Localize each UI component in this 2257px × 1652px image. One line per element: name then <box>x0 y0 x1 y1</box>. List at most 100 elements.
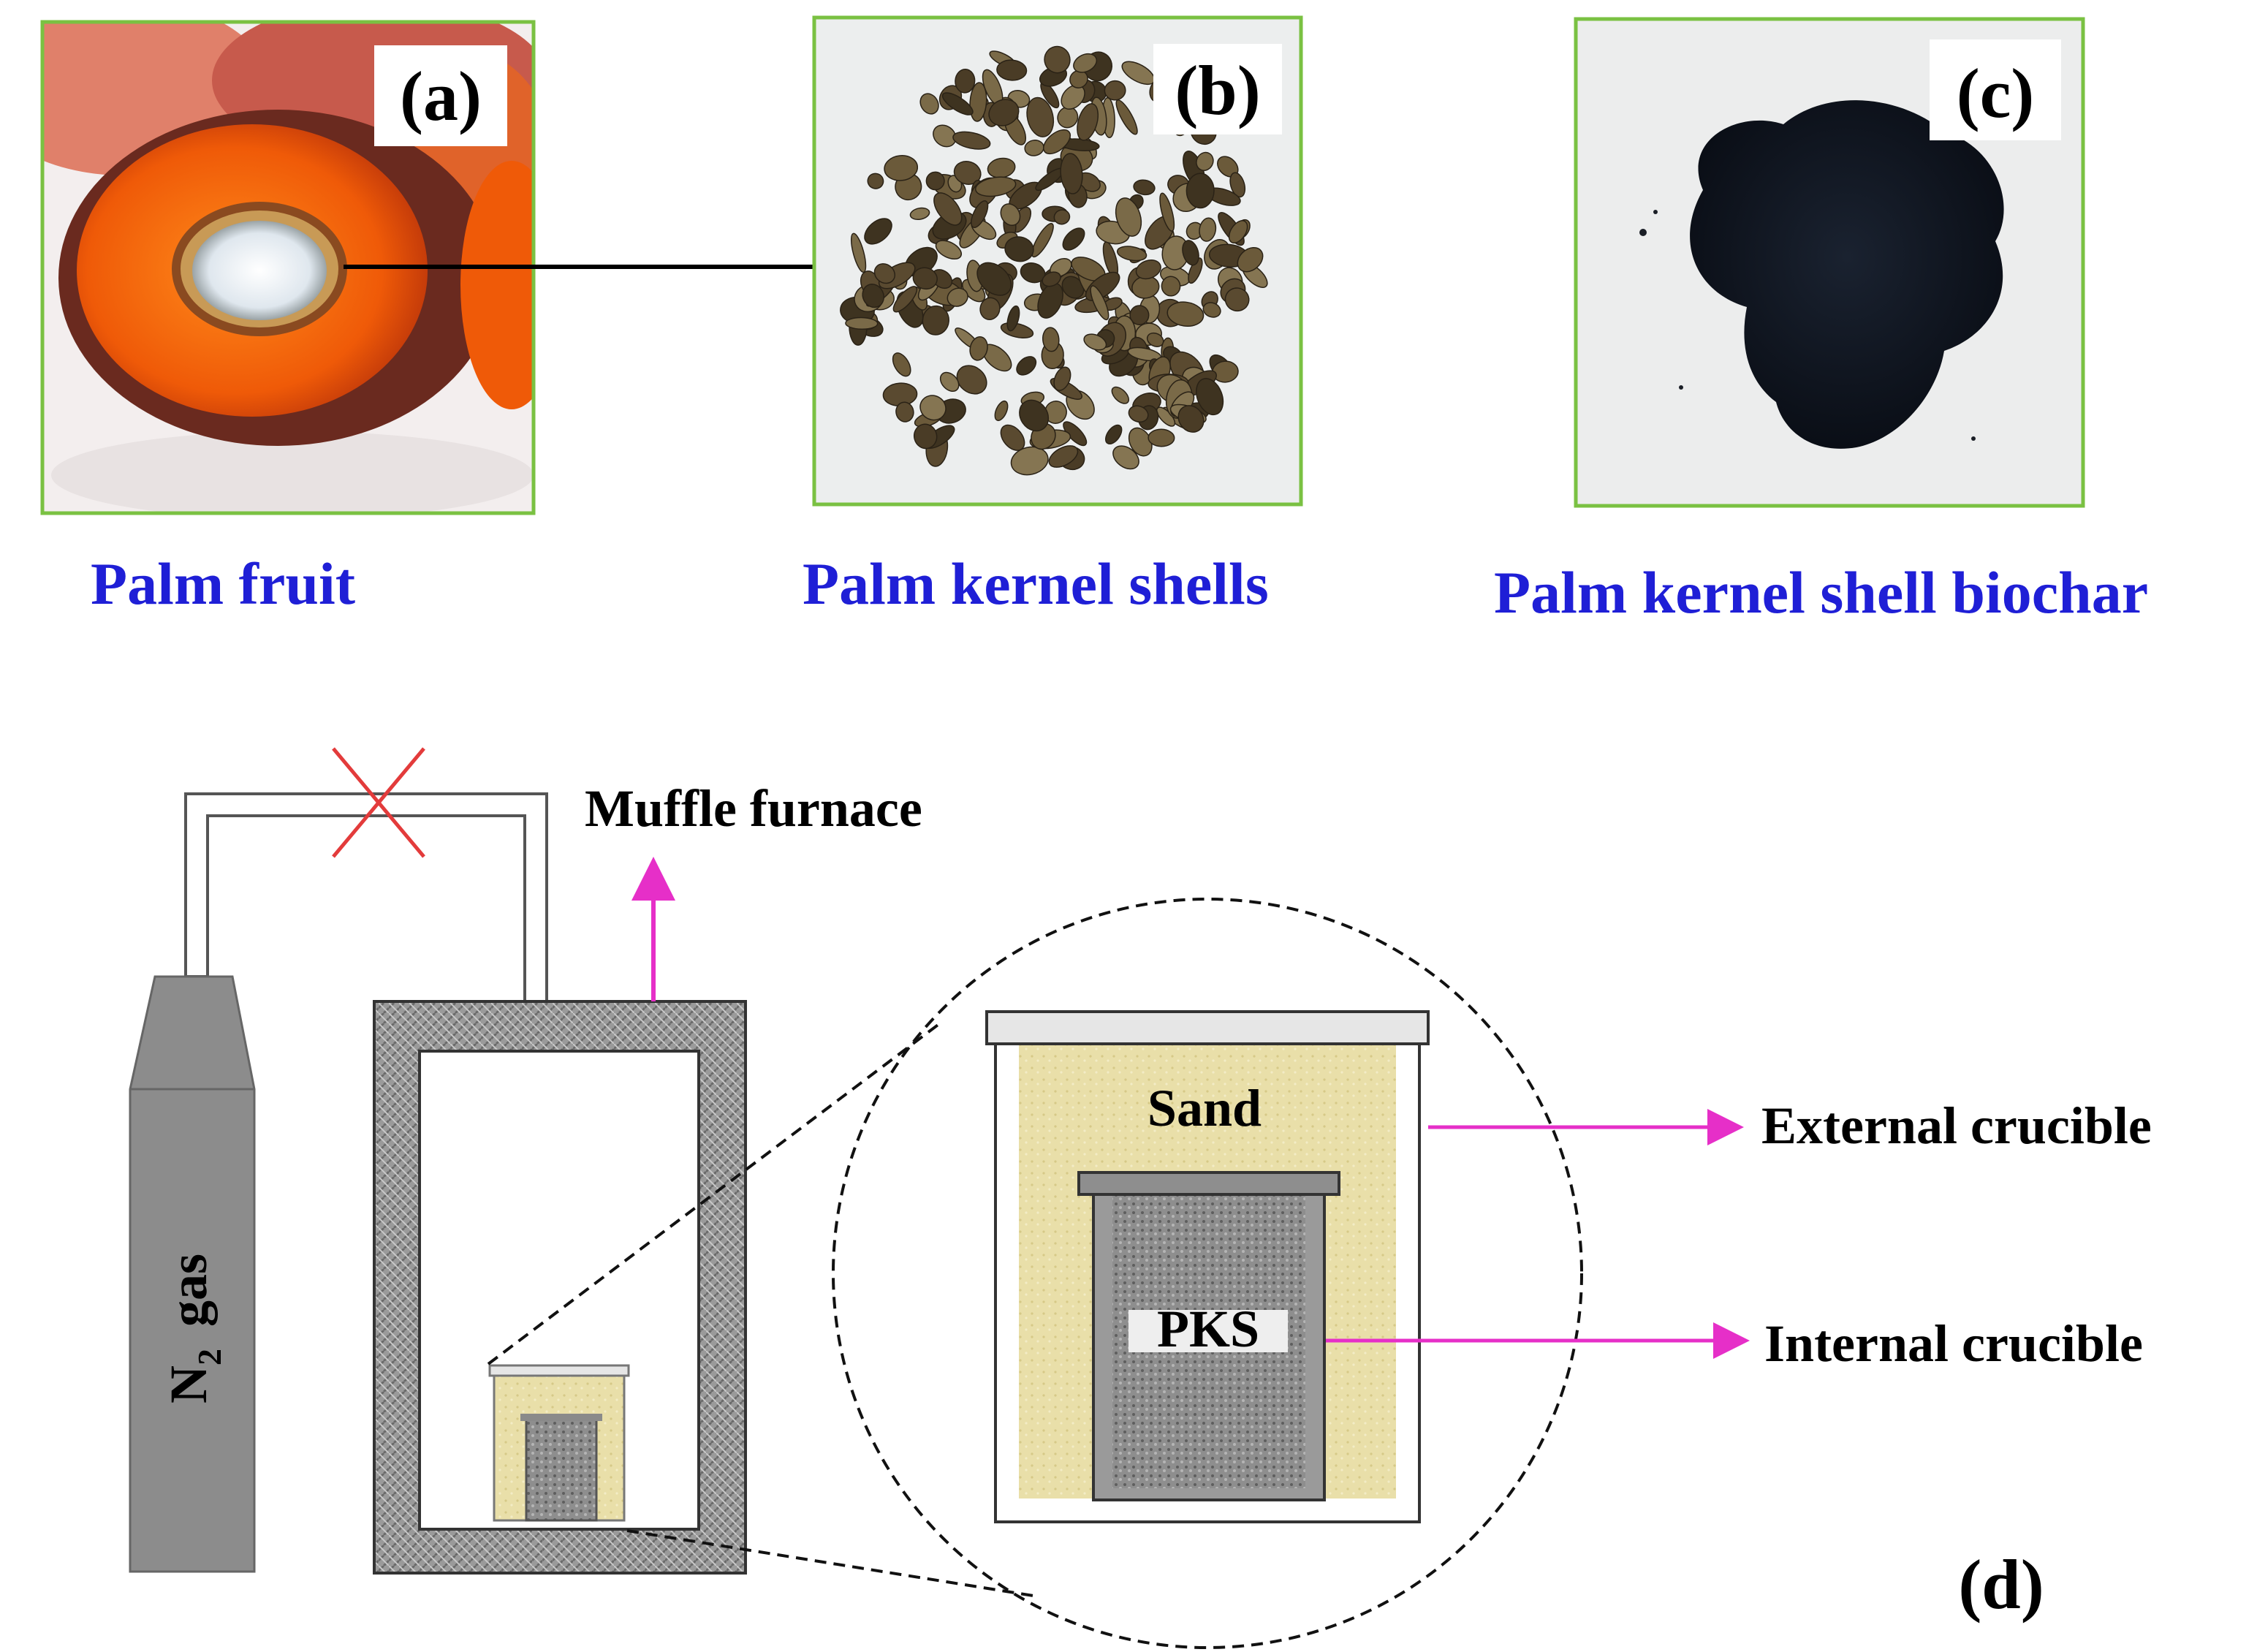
shell-piece <box>955 68 976 94</box>
shell-piece <box>1111 386 1129 404</box>
shell-piece <box>1128 405 1149 423</box>
shell-piece <box>947 287 968 307</box>
shell-piece <box>867 173 884 189</box>
shell-piece <box>933 124 957 148</box>
caption-biochar: Palm kernel shell biochar <box>1494 559 2148 626</box>
shell-piece <box>1090 285 1109 321</box>
shell-piece <box>1228 220 1248 244</box>
shell-piece <box>925 171 945 191</box>
shell-piece <box>1116 246 1148 262</box>
shell-piece <box>956 365 987 395</box>
shell-piece <box>969 82 987 122</box>
shell-piece <box>1083 333 1107 351</box>
shell-piece <box>953 161 982 185</box>
shell-piece <box>1053 366 1071 391</box>
shell-piece <box>884 155 919 181</box>
shell-piece <box>1237 246 1264 273</box>
gas-line-tube <box>184 792 548 1003</box>
closed-valve-cross-icon <box>332 747 425 858</box>
shell-piece <box>873 263 896 284</box>
shell-piece <box>1105 424 1123 445</box>
sand-label: Sand <box>1148 1079 1262 1137</box>
shell-piece <box>1159 192 1175 232</box>
shell-piece <box>1069 69 1088 88</box>
shell-piece <box>939 371 960 392</box>
panel-a-letter: (a) <box>400 57 482 135</box>
shell-piece <box>1077 103 1099 141</box>
shell-piece <box>994 400 1009 422</box>
panel-c-letter: (c) <box>1957 54 2035 132</box>
pks-label: PKS <box>1157 1300 1259 1358</box>
shell-piece <box>1104 80 1126 101</box>
shell-piece <box>996 59 1028 81</box>
shell-piece <box>1016 356 1037 376</box>
shell-piece <box>933 192 963 226</box>
shell-piece <box>1129 305 1150 325</box>
shell-piece <box>1186 173 1215 209</box>
shell-piece <box>1010 446 1049 476</box>
shell-piece <box>1000 203 1021 227</box>
n2-gas-label: N2gas <box>159 1254 228 1403</box>
internal-crucible-label: Internal crucible <box>1764 1314 2143 1373</box>
shell-piece <box>1048 445 1079 468</box>
shell-pile <box>840 45 1268 476</box>
shell-piece <box>1167 301 1205 327</box>
shell-piece <box>1177 405 1205 433</box>
shell-piece <box>941 92 974 115</box>
panel-b-letter: (b) <box>1175 51 1260 129</box>
shell-piece <box>1199 217 1217 242</box>
shell-piece <box>988 99 1020 126</box>
shell-piece <box>1042 271 1061 287</box>
shell-piece <box>909 207 930 221</box>
shell-piece <box>1115 197 1142 237</box>
shell-piece <box>862 284 884 308</box>
shell-piece <box>1229 172 1246 198</box>
shell-piece <box>912 267 938 290</box>
panel-a-photo: (a) <box>40 20 536 515</box>
shell-piece <box>976 262 1012 296</box>
shell-piece <box>1044 45 1071 74</box>
shell-piece <box>913 423 938 450</box>
muffle-furnace-label: Muffle furnace <box>585 779 922 838</box>
shell-piece <box>1188 257 1203 284</box>
shell-piece <box>971 200 989 228</box>
internal-crucible <box>1077 1171 1340 1501</box>
biochar-pile <box>1690 100 2004 449</box>
caption-palm-fruit: Palm fruit <box>91 550 355 617</box>
zoom-lens <box>487 898 1583 1649</box>
shell-piece <box>1006 305 1020 332</box>
shell-piece <box>1062 227 1085 251</box>
shell-piece <box>1073 53 1098 73</box>
small-crucible <box>488 1364 630 1522</box>
shell-piece <box>1133 179 1156 196</box>
shell-piece <box>1026 96 1055 137</box>
shell-piece <box>1202 302 1221 318</box>
shell-piece <box>969 336 988 361</box>
shell-piece <box>892 352 911 377</box>
n2-gas-cylinder: N2gas <box>129 975 256 1573</box>
shell-piece <box>895 401 914 423</box>
shell-piece <box>1004 236 1034 262</box>
shell-piece <box>1031 223 1054 258</box>
caption-palm-kernel-shells: Palm kernel shells <box>803 550 1269 617</box>
shell-piece <box>1182 240 1199 266</box>
shell-piece <box>919 93 939 115</box>
shell-piece <box>864 218 892 245</box>
shell-piece <box>1224 287 1250 312</box>
shell-piece <box>845 317 879 330</box>
shell-piece <box>1196 151 1214 171</box>
shell-piece <box>1019 399 1050 432</box>
shell-piece <box>892 286 918 313</box>
shell-piece <box>1196 378 1224 416</box>
external-crucible-label: External crucible <box>1761 1096 2152 1155</box>
shell-piece <box>1115 99 1138 135</box>
shell-piece <box>1042 327 1060 352</box>
panel-c-photo: (c) <box>1574 17 2085 508</box>
shell-piece <box>935 240 963 260</box>
shell-piece <box>919 395 947 421</box>
panel-d-letter: (d) <box>1958 1545 2044 1623</box>
shell-piece <box>1161 276 1181 297</box>
shell-piece <box>1148 428 1175 447</box>
shell-piece <box>979 297 1001 320</box>
